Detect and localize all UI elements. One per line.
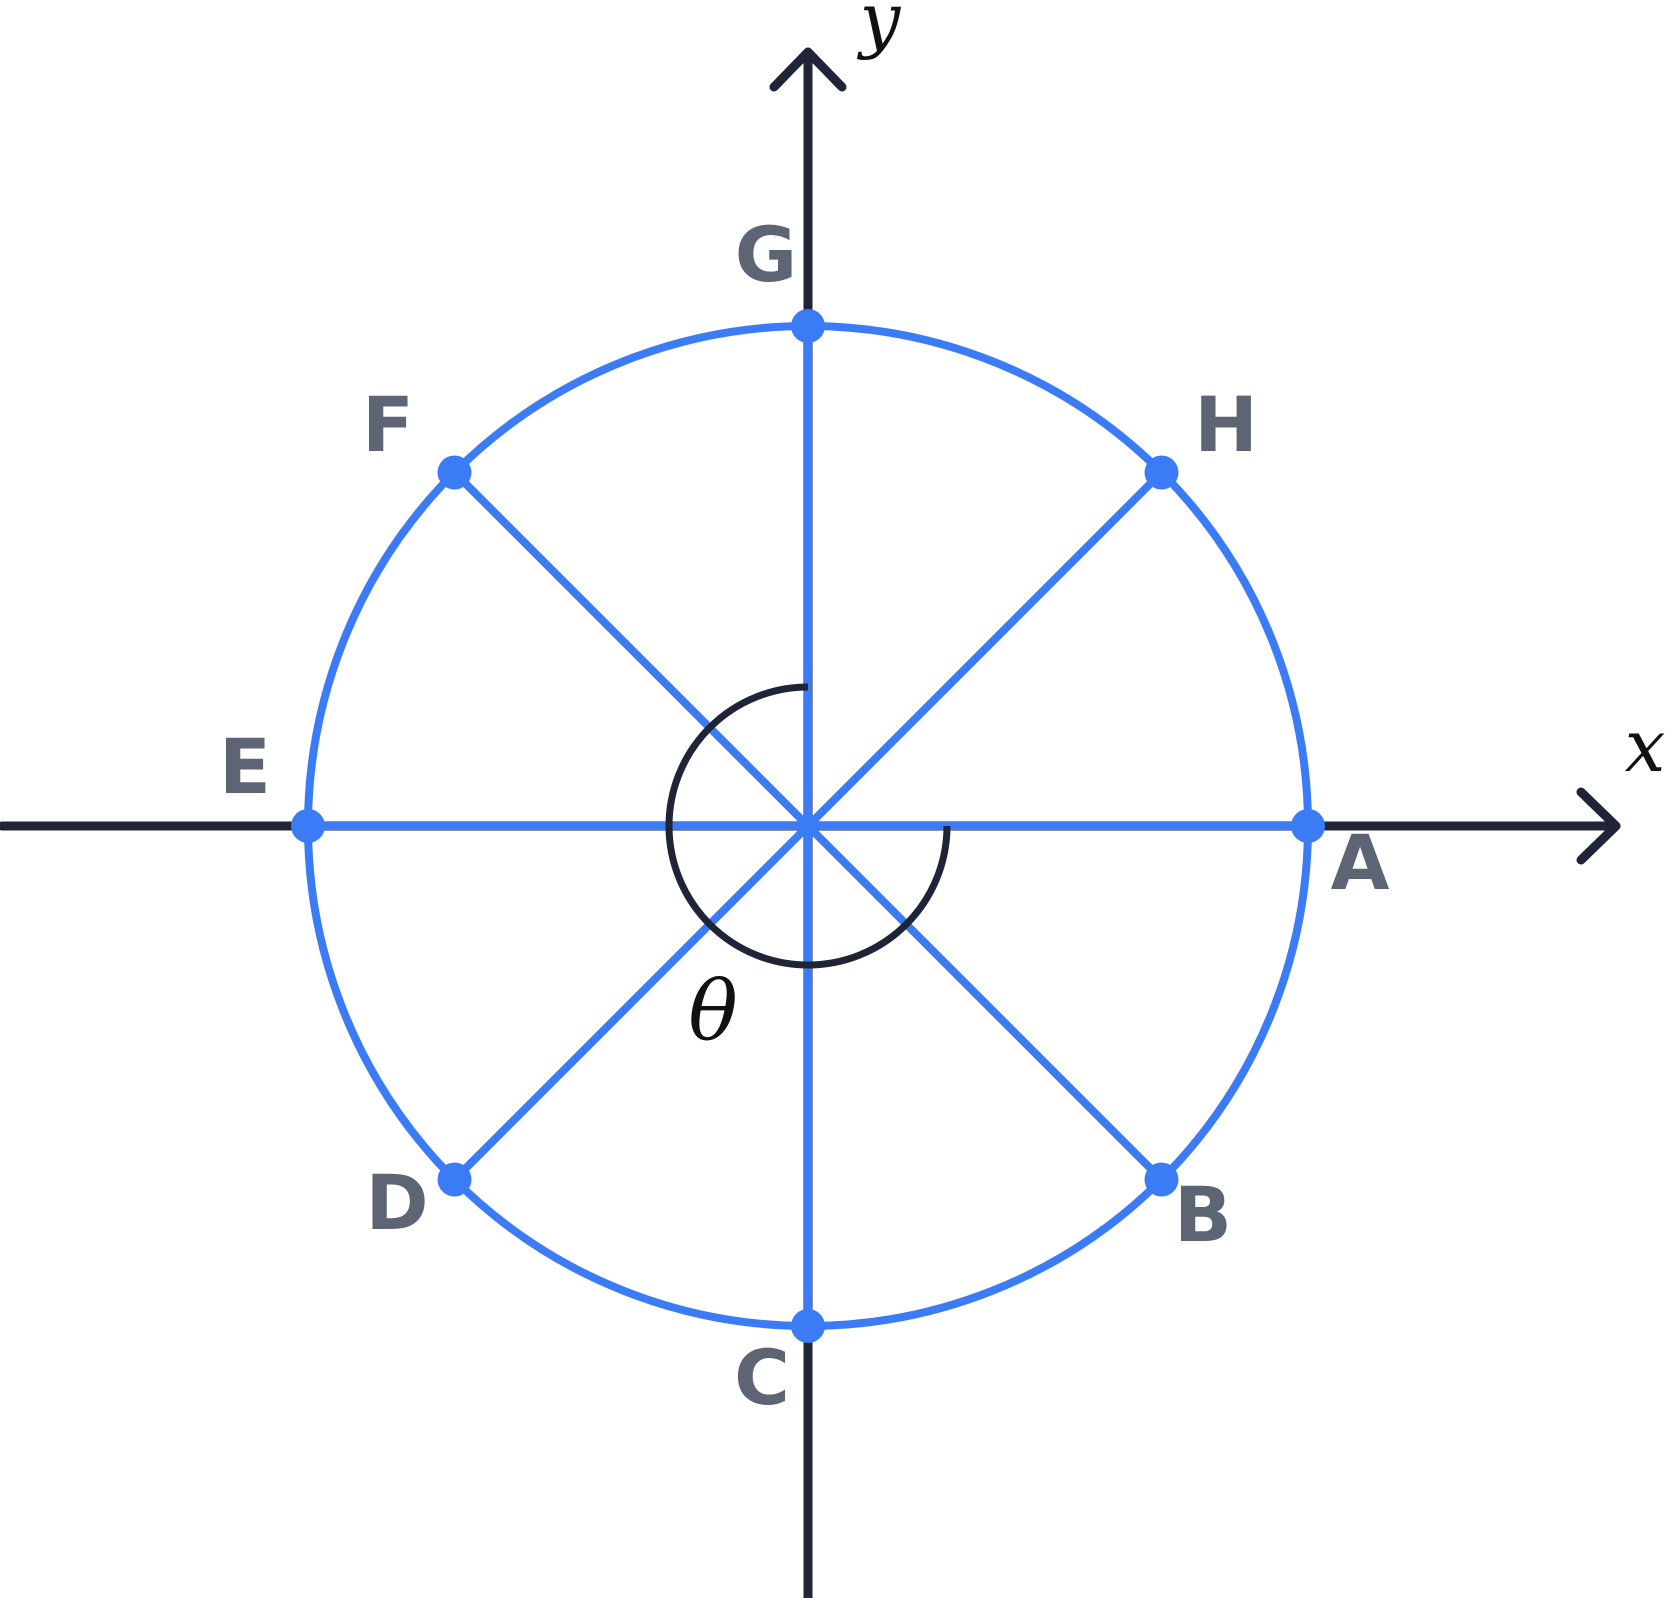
- diameter-diagonal-dh: [451, 469, 1165, 1183]
- label-e: E: [219, 722, 271, 811]
- x-axis-arrowhead: [1576, 787, 1621, 865]
- label-c: C: [734, 1333, 790, 1422]
- y-axis-label: y: [857, 0, 902, 61]
- angle-arc: [665, 683, 951, 969]
- x-axis-label: x: [1625, 704, 1666, 788]
- point-g: [791, 309, 825, 343]
- label-a: A: [1331, 818, 1390, 907]
- label-b: B: [1174, 1170, 1232, 1259]
- point-f: [437, 455, 472, 490]
- point-c: [791, 1309, 825, 1343]
- y-axis-arrowhead: [769, 47, 847, 92]
- point-e: [291, 809, 325, 843]
- point-a: [1291, 809, 1325, 843]
- label-h: H: [1194, 380, 1258, 469]
- point-d: [437, 1162, 472, 1197]
- angle-label: θ: [688, 965, 737, 1060]
- point-h: [1144, 455, 1179, 490]
- point-b: [1144, 1162, 1179, 1197]
- label-f: F: [362, 380, 414, 469]
- label-d: D: [365, 1158, 428, 1247]
- label-g: G: [735, 210, 797, 299]
